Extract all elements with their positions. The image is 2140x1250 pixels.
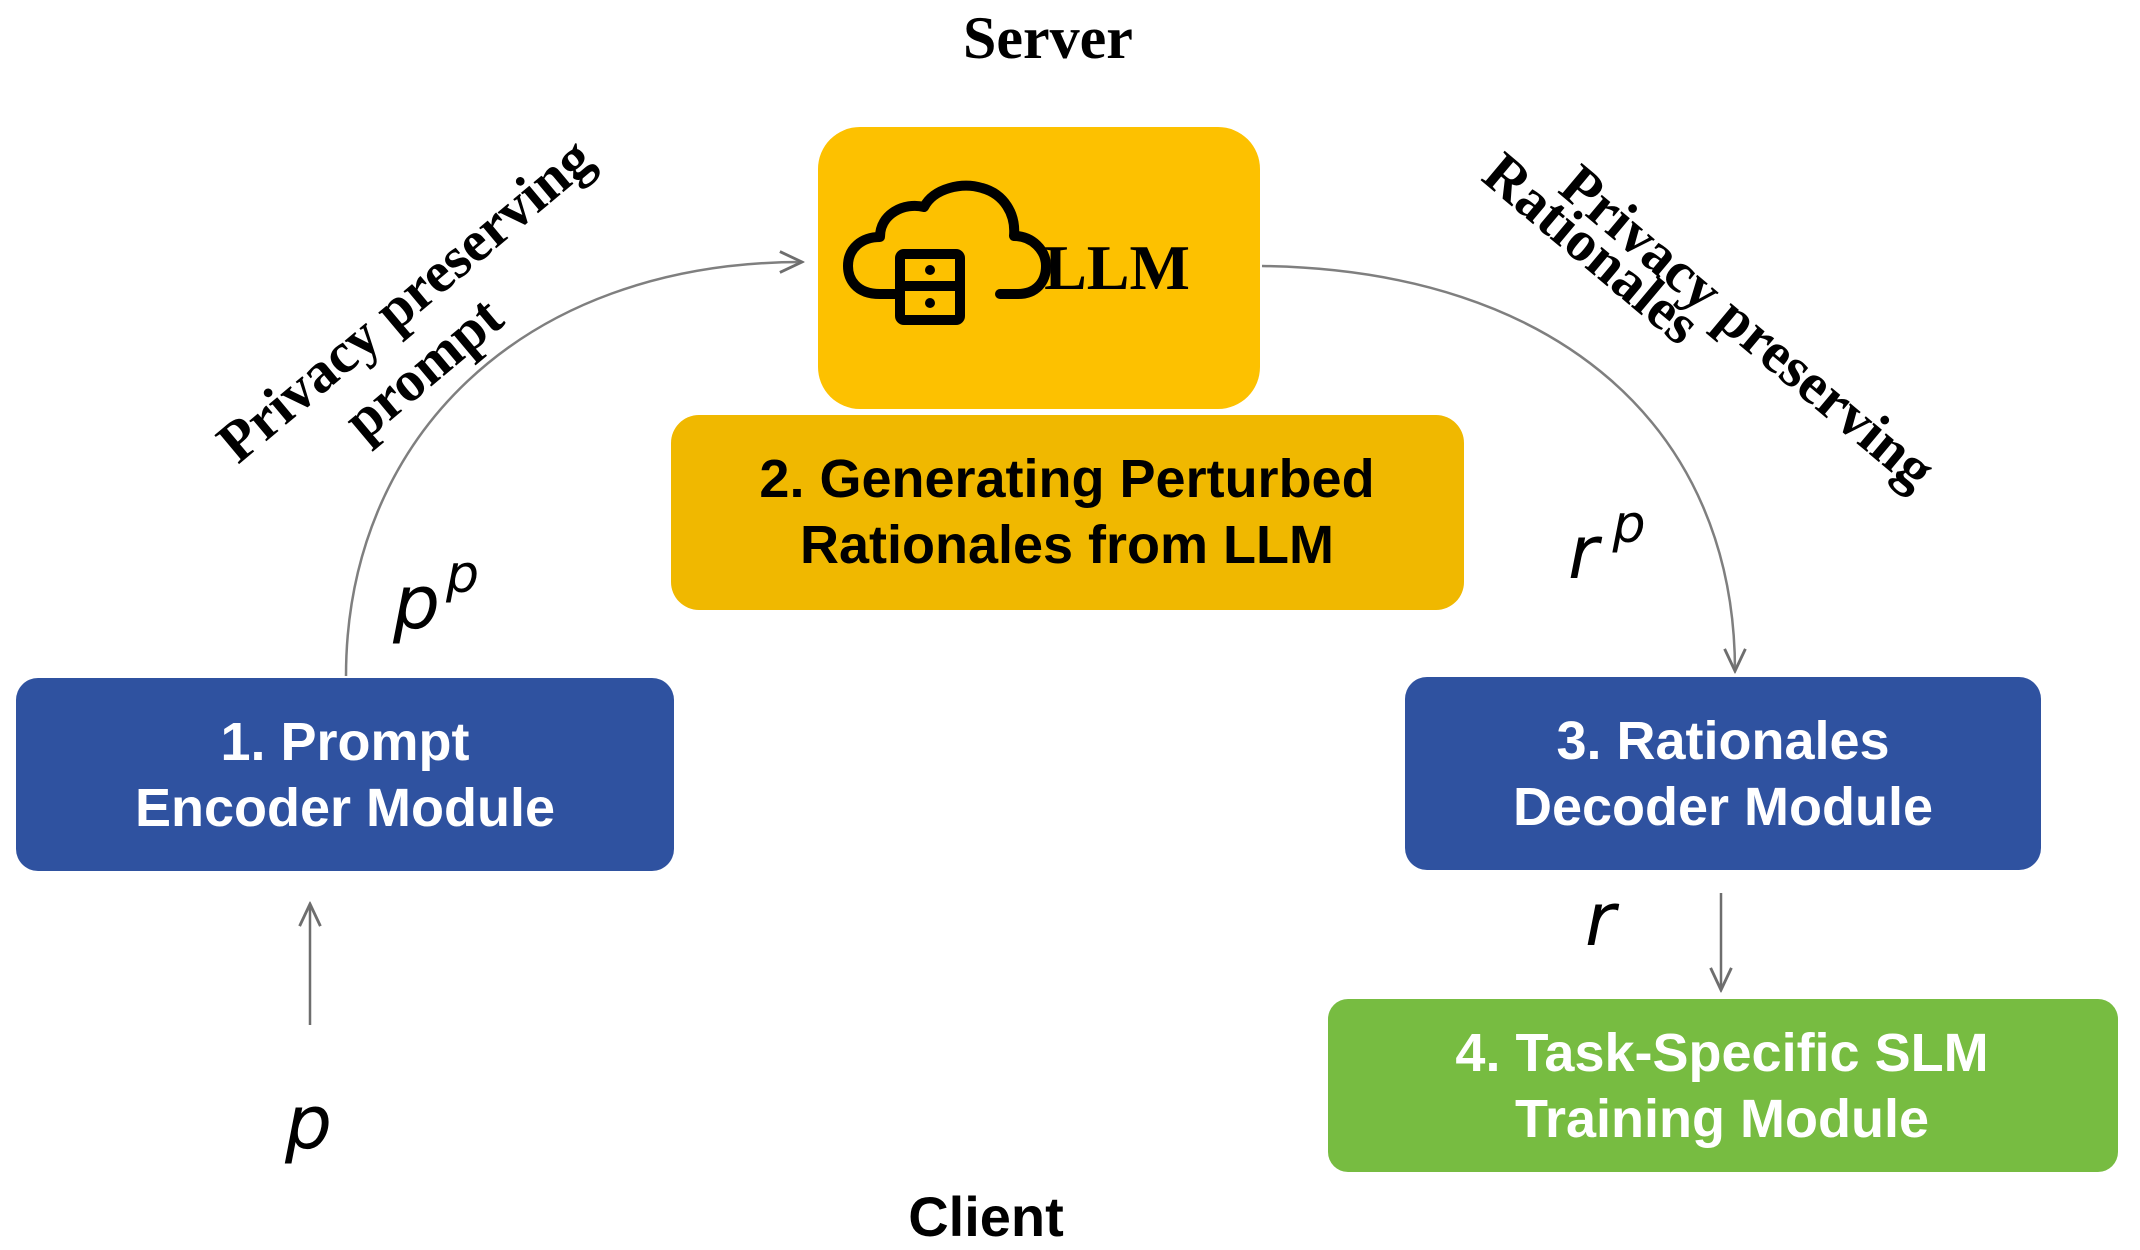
symbol-p: p <box>284 1080 332 1166</box>
llm-node: LLM <box>818 127 1260 409</box>
step2-node: 2. Generating Perturbed Rationales from … <box>671 415 1464 610</box>
step2-line1: 2. Generating Perturbed <box>759 449 1374 509</box>
symbol-p-perturbed-base: p <box>392 560 440 646</box>
left-arc-label: Privacy preserving prompt <box>205 125 605 475</box>
step3-line1: 3. Rationales <box>1556 711 1889 771</box>
step1-line1: 1. Prompt <box>220 712 469 772</box>
symbol-p-perturbed-sup: p <box>445 545 479 605</box>
cloud-server-icon-dots <box>925 265 935 308</box>
client-label: Client <box>908 1185 1064 1248</box>
step4-line2: Training Module <box>1515 1089 1929 1149</box>
step4-box <box>1328 999 2118 1172</box>
step1-line2: Encoder Module <box>135 778 555 838</box>
arrow-encoder-to-llm <box>344 262 802 677</box>
server-label: Server <box>963 5 1133 71</box>
step2-line2: Rationales from LLM <box>800 515 1334 575</box>
step2-box <box>671 415 1464 610</box>
step3-line2: Decoder Module <box>1513 777 1933 837</box>
right-arc-label: Privacy preserving Rationales <box>1471 139 1948 502</box>
step1-box <box>16 678 674 871</box>
step4-line1: 4. Task-Specific SLM <box>1455 1023 1988 1083</box>
symbol-r: r <box>1585 877 1620 963</box>
step1-node: 1. Prompt Encoder Module <box>16 678 674 871</box>
step3-node: 3. Rationales Decoder Module <box>1405 677 2041 870</box>
llm-box <box>818 127 1260 409</box>
symbol-r-perturbed-base: r <box>1568 510 1603 596</box>
arrow-llm-to-decoder <box>1261 264 1735 671</box>
symbol-r-perturbed-sup: p <box>1611 495 1645 555</box>
step4-node: 4. Task-Specific SLM Training Module <box>1328 999 2118 1172</box>
step3-box <box>1405 677 2041 870</box>
llm-label: LLM <box>1044 232 1190 303</box>
cloud-server-icon <box>843 180 1051 325</box>
right-arc-label-line1: Privacy preserving <box>1548 152 1948 502</box>
